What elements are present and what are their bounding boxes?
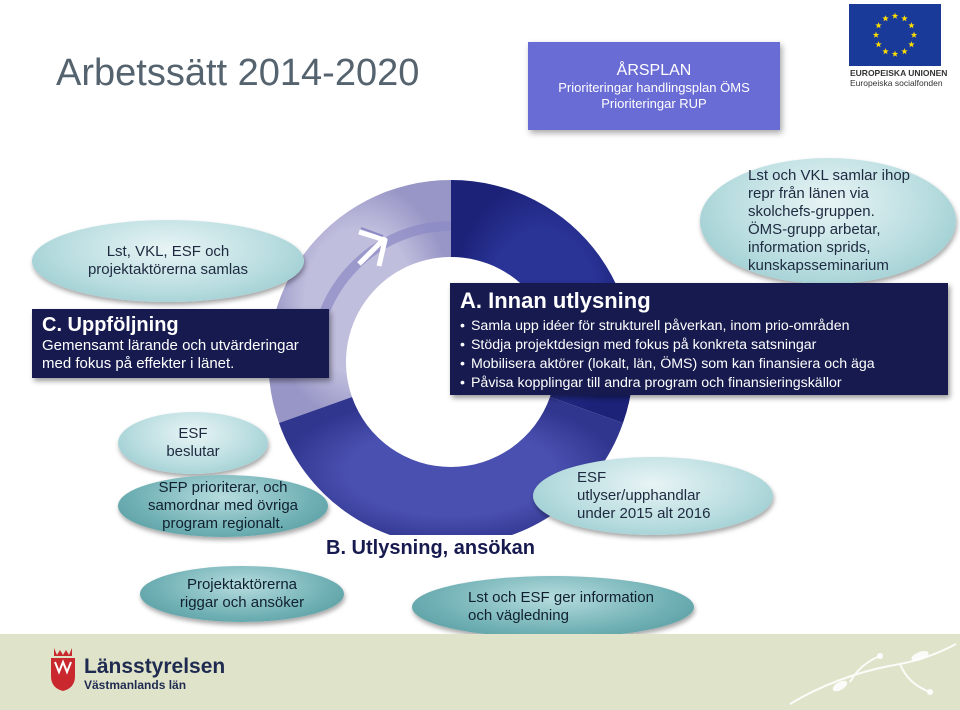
coat-of-arms-icon [48,644,78,692]
bubble-line: ESF [577,469,606,487]
bubble-line: beslutar [118,443,268,461]
bubble-line: Lst, VKL, ESF och [32,243,304,261]
speech-bubble-esf-beslutar: ESF beslutar [118,412,268,474]
phase-a-heading: A. Innan utlysning [460,289,938,313]
page-title: Arbetssätt 2014-2020 [56,52,419,95]
phase-a-bullets: Samla upp idéer för strukturell påverkan… [460,317,938,393]
bubble-line: SFP prioriterar, och [118,479,328,497]
bubble-line: information sprids, [748,239,871,257]
speech-bubble-lst-vkl: Lst, VKL, ESF och projektaktörerna samla… [32,220,304,302]
eu-logo-line: EUROPEISKA UNIONEN [850,68,947,78]
bubble-sfp: SFP prioriterar, och samordnar med övrig… [118,475,328,537]
bubble-projekt: Projektaktörerna riggar och ansöker [140,566,344,622]
bubble-line: riggar och ansöker [140,594,344,612]
phase-b-label: B. Utlysning, ansökan [318,535,543,562]
mistletoe-decoration-icon [780,634,960,710]
list-item: Samla upp idéer för strukturell påverkan… [460,317,938,336]
arsplan-line: Prioriteringar RUP [528,96,780,112]
eu-flag-icon [849,4,941,66]
eu-logo-line: Europeiska socialfonden [850,78,947,88]
eu-logo-text: EUROPEISKA UNIONEN Europeiska socialfond… [850,68,947,88]
arsplan-heading: ÅRSPLAN [528,61,780,80]
phase-c-heading: C. Uppföljning [42,313,319,337]
bubble-line: ESF [118,425,268,443]
phase-c-text: med fokus på effekter i länet. [42,355,319,373]
bubble-line: Projektaktörerna [140,576,344,594]
bubble-line: under 2015 alt 2016 [577,505,710,523]
phase-c-text: Gemensamt lärande och utvärderingar [42,337,319,355]
phase-c-box: C. Uppföljning Gemensamt lärande och utv… [32,309,329,378]
bubble-line: projektaktörerna samlas [32,261,304,279]
bubble-line: ÖMS-grupp arbetar, [748,221,881,239]
org-name: Länsstyrelsen [84,656,225,678]
bubble-line: kunskapsseminarium [748,257,889,275]
bubble-line: utlyser/upphandlar [577,487,700,505]
org-logo-text: Länsstyrelsen Västmanlands län [84,656,225,692]
arsplan-line: Prioriteringar handlingsplan ÖMS [528,80,780,96]
bubble-line: samordnar med övriga [118,497,328,515]
bubble-line: repr från länen via [748,185,869,203]
bubble-lst-esf-info: Lst och ESF ger information och vägledni… [412,576,694,638]
arsplan-box: ÅRSPLAN Prioriteringar handlingsplan ÖMS… [528,42,780,130]
bubble-line: Lst och ESF ger information [468,589,654,607]
list-item: Stödja projektdesign med fokus på konkre… [460,336,938,355]
org-sub: Västmanlands län [84,678,225,692]
speech-bubble-esf-utlyser: ESF utlyser/upphandlar under 2015 alt 20… [533,457,773,535]
phase-a-box: A. Innan utlysning Samla upp idéer för s… [450,283,948,395]
list-item: Mobilisera aktörer (lokalt, län, ÖMS) so… [460,355,938,374]
bubble-line: och vägledning [468,607,569,625]
bubble-line: program regionalt. [118,515,328,533]
speech-bubble-oms: Lst och VKL samlar ihop repr från länen … [700,158,956,284]
bubble-line: skolchefs-gruppen. [748,203,875,221]
bubble-line: Lst och VKL samlar ihop [748,167,910,185]
ring-segment-c [268,180,451,423]
list-item: Påvisa kopplingar till andra program och… [460,374,938,393]
